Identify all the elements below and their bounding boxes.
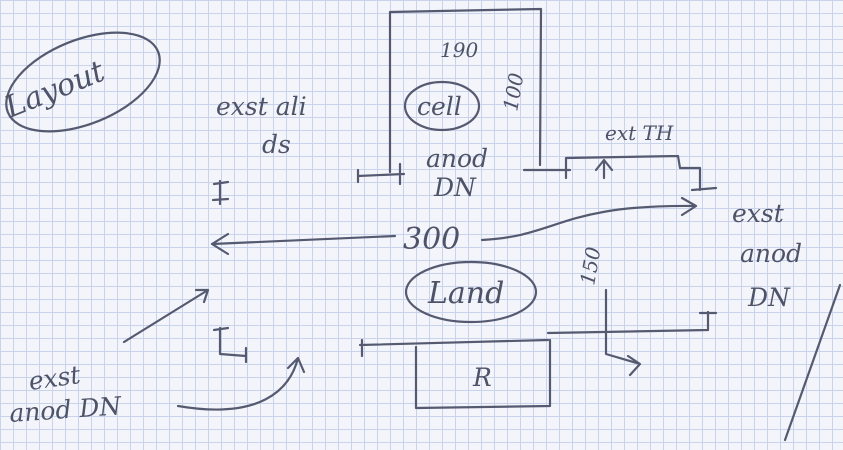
ext-ali-label-2: ds — [262, 130, 291, 159]
dimension-190: 190 — [440, 38, 478, 62]
ext-ali-label-1: exst ali — [216, 92, 307, 121]
cell-label-circle — [403, 80, 481, 132]
ext-anod-right-label-1: exst — [732, 199, 785, 228]
ext-anod-bottom-label-2: anod DN — [8, 391, 123, 428]
anod-dn-top-label-1: anod — [426, 144, 488, 173]
layout-title-circle — [5, 31, 161, 133]
dimension-300-right-arrow — [480, 196, 698, 242]
dimension-100: 100 — [498, 71, 528, 113]
pointer-arrow-upper — [122, 288, 210, 344]
ext-anod-right-label-3: DN — [747, 283, 791, 312]
cell-outline — [388, 7, 543, 174]
dimension-150: 150 — [575, 245, 605, 287]
anod-dn-top-bracket — [356, 162, 406, 186]
ext-th-label: ext TH — [605, 121, 674, 145]
dimension-300: 300 — [403, 222, 460, 257]
layout-title: Layout — [0, 54, 110, 126]
anod-dn-top-label-2: DN — [433, 173, 477, 202]
land-label: Land — [427, 276, 504, 311]
r-box-label: R — [472, 363, 492, 392]
dimension-150-up-arrow — [594, 158, 614, 180]
pointer-arrow-lower — [176, 356, 306, 411]
ext-ali-marker — [211, 179, 230, 206]
ext-th-bracket — [522, 154, 718, 192]
ext-anod-right-label-2: anod — [740, 239, 802, 268]
dimension-150-down-arrow — [604, 288, 642, 377]
r-box-top-line — [358, 338, 550, 358]
margin-stroke — [783, 283, 842, 442]
cell-label: cell — [417, 92, 462, 121]
ext-anod-bottom-label-1: exst — [27, 360, 83, 396]
land-label-circle — [404, 260, 538, 324]
dimension-300-left-arrow — [210, 232, 397, 256]
r-box-outline — [414, 338, 552, 410]
ext-anod-bottom-step — [546, 310, 718, 335]
ext-anod-left-marker — [212, 326, 248, 364]
